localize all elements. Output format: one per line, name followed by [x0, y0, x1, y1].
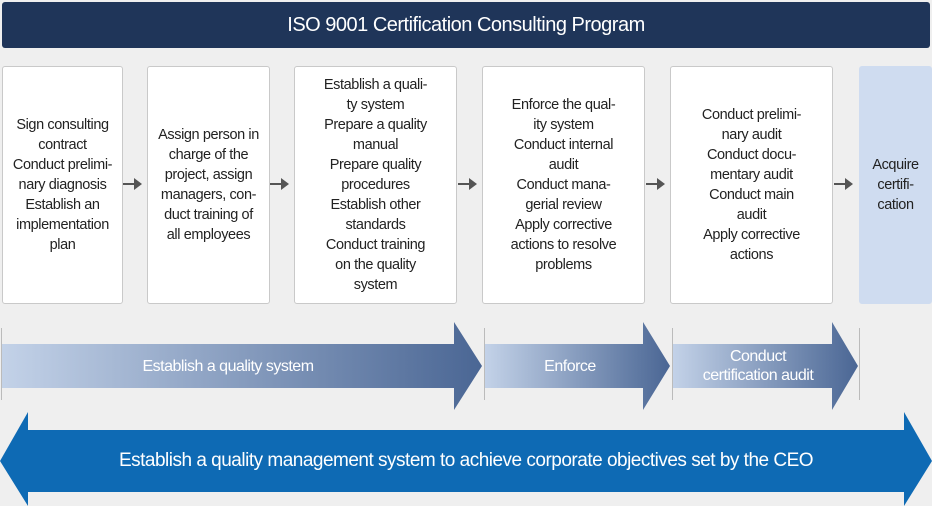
arrow-right-icon: [270, 178, 289, 190]
phase-arrows: [1, 322, 860, 410]
phase-label-1: Establish a quality system: [142, 357, 314, 375]
phase-arrow-2: [485, 322, 670, 410]
step-box-1: Sign consulting contract Conduct prelimi…: [2, 66, 123, 304]
double-arrow-banner: [0, 412, 932, 506]
phase-arrow-1: [2, 322, 482, 410]
arrow-right-icon: [834, 178, 853, 190]
phase-arrow-3: [673, 322, 858, 410]
step-box-final: Acquire certifi- cation: [859, 66, 932, 304]
page-title: ISO 9001 Certification Consulting Progra…: [2, 2, 930, 48]
phase-label-2: Enforce: [544, 357, 596, 375]
step-box-5: Conduct prelimi- nary audit Conduct docu…: [670, 66, 833, 304]
step-box-4: Enforce the qual- ity system Conduct int…: [482, 66, 645, 304]
arrow-right-icon: [458, 178, 477, 190]
step-box-3: Establish a quali- ty system Prepare a q…: [294, 66, 457, 304]
arrow-right-icon: [123, 178, 142, 190]
step-box-2: Assign person in charge of the project, …: [147, 66, 270, 304]
arrow-right-icon: [646, 178, 665, 190]
phase-label-3: Conduct certification audit: [702, 348, 814, 384]
banner-text: Establish a quality management system to…: [118, 450, 814, 471]
